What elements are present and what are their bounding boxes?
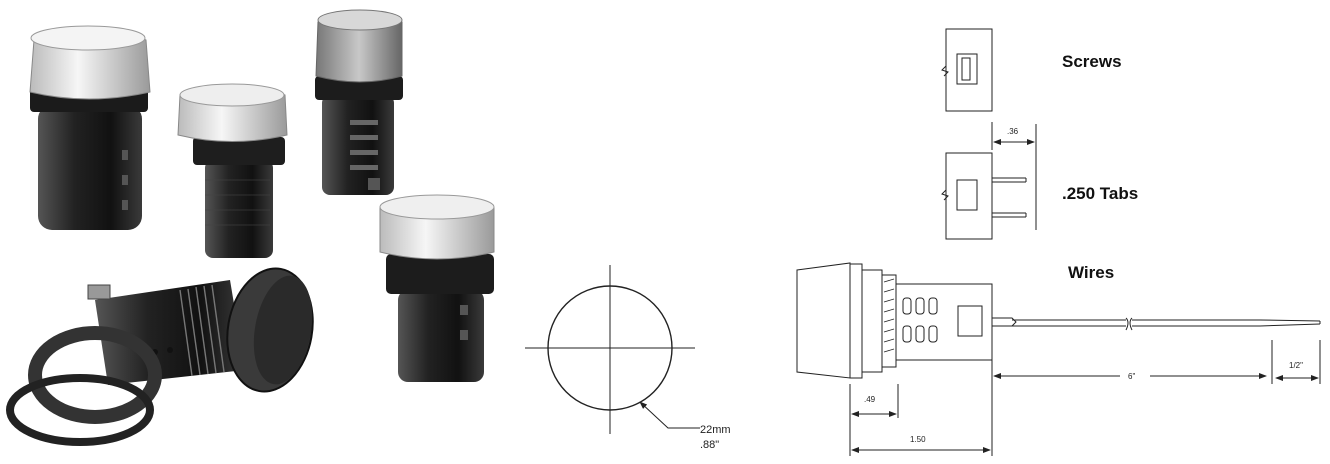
tab-length-dimension: .36 <box>1007 127 1019 136</box>
indicator-light-clear-small <box>177 83 288 258</box>
indicator-light-photo-group <box>6 9 495 446</box>
screws-termination-diagram <box>941 28 993 112</box>
nut-offset-dimension: .49 <box>864 395 876 404</box>
wires-side-elevation <box>796 262 1321 456</box>
strip-length-dimension: 1/2" <box>1289 361 1303 370</box>
cutout-size-in: .88" <box>700 439 719 451</box>
mounting-nut-and-ring <box>6 326 162 446</box>
cutout-leader-arrow <box>639 401 700 429</box>
tabs-termination-diagram <box>941 122 1037 240</box>
body-length-dimension: 1.50 <box>910 435 926 444</box>
wires-label: Wires <box>1068 263 1114 282</box>
indicator-light-side-view <box>87 267 314 393</box>
indicator-light-clear-large <box>29 25 151 230</box>
cutout-size-mm: 22mm <box>700 424 731 436</box>
panel-cutout-diagram: 22mm .88" <box>525 265 731 451</box>
screws-label: Screws <box>1062 52 1122 71</box>
tabs-label: .250 Tabs <box>1062 184 1138 203</box>
indicator-light-grey <box>315 9 403 195</box>
wire-length-dimension: 6" <box>1128 372 1135 381</box>
indicator-light-clear-right <box>379 194 495 382</box>
